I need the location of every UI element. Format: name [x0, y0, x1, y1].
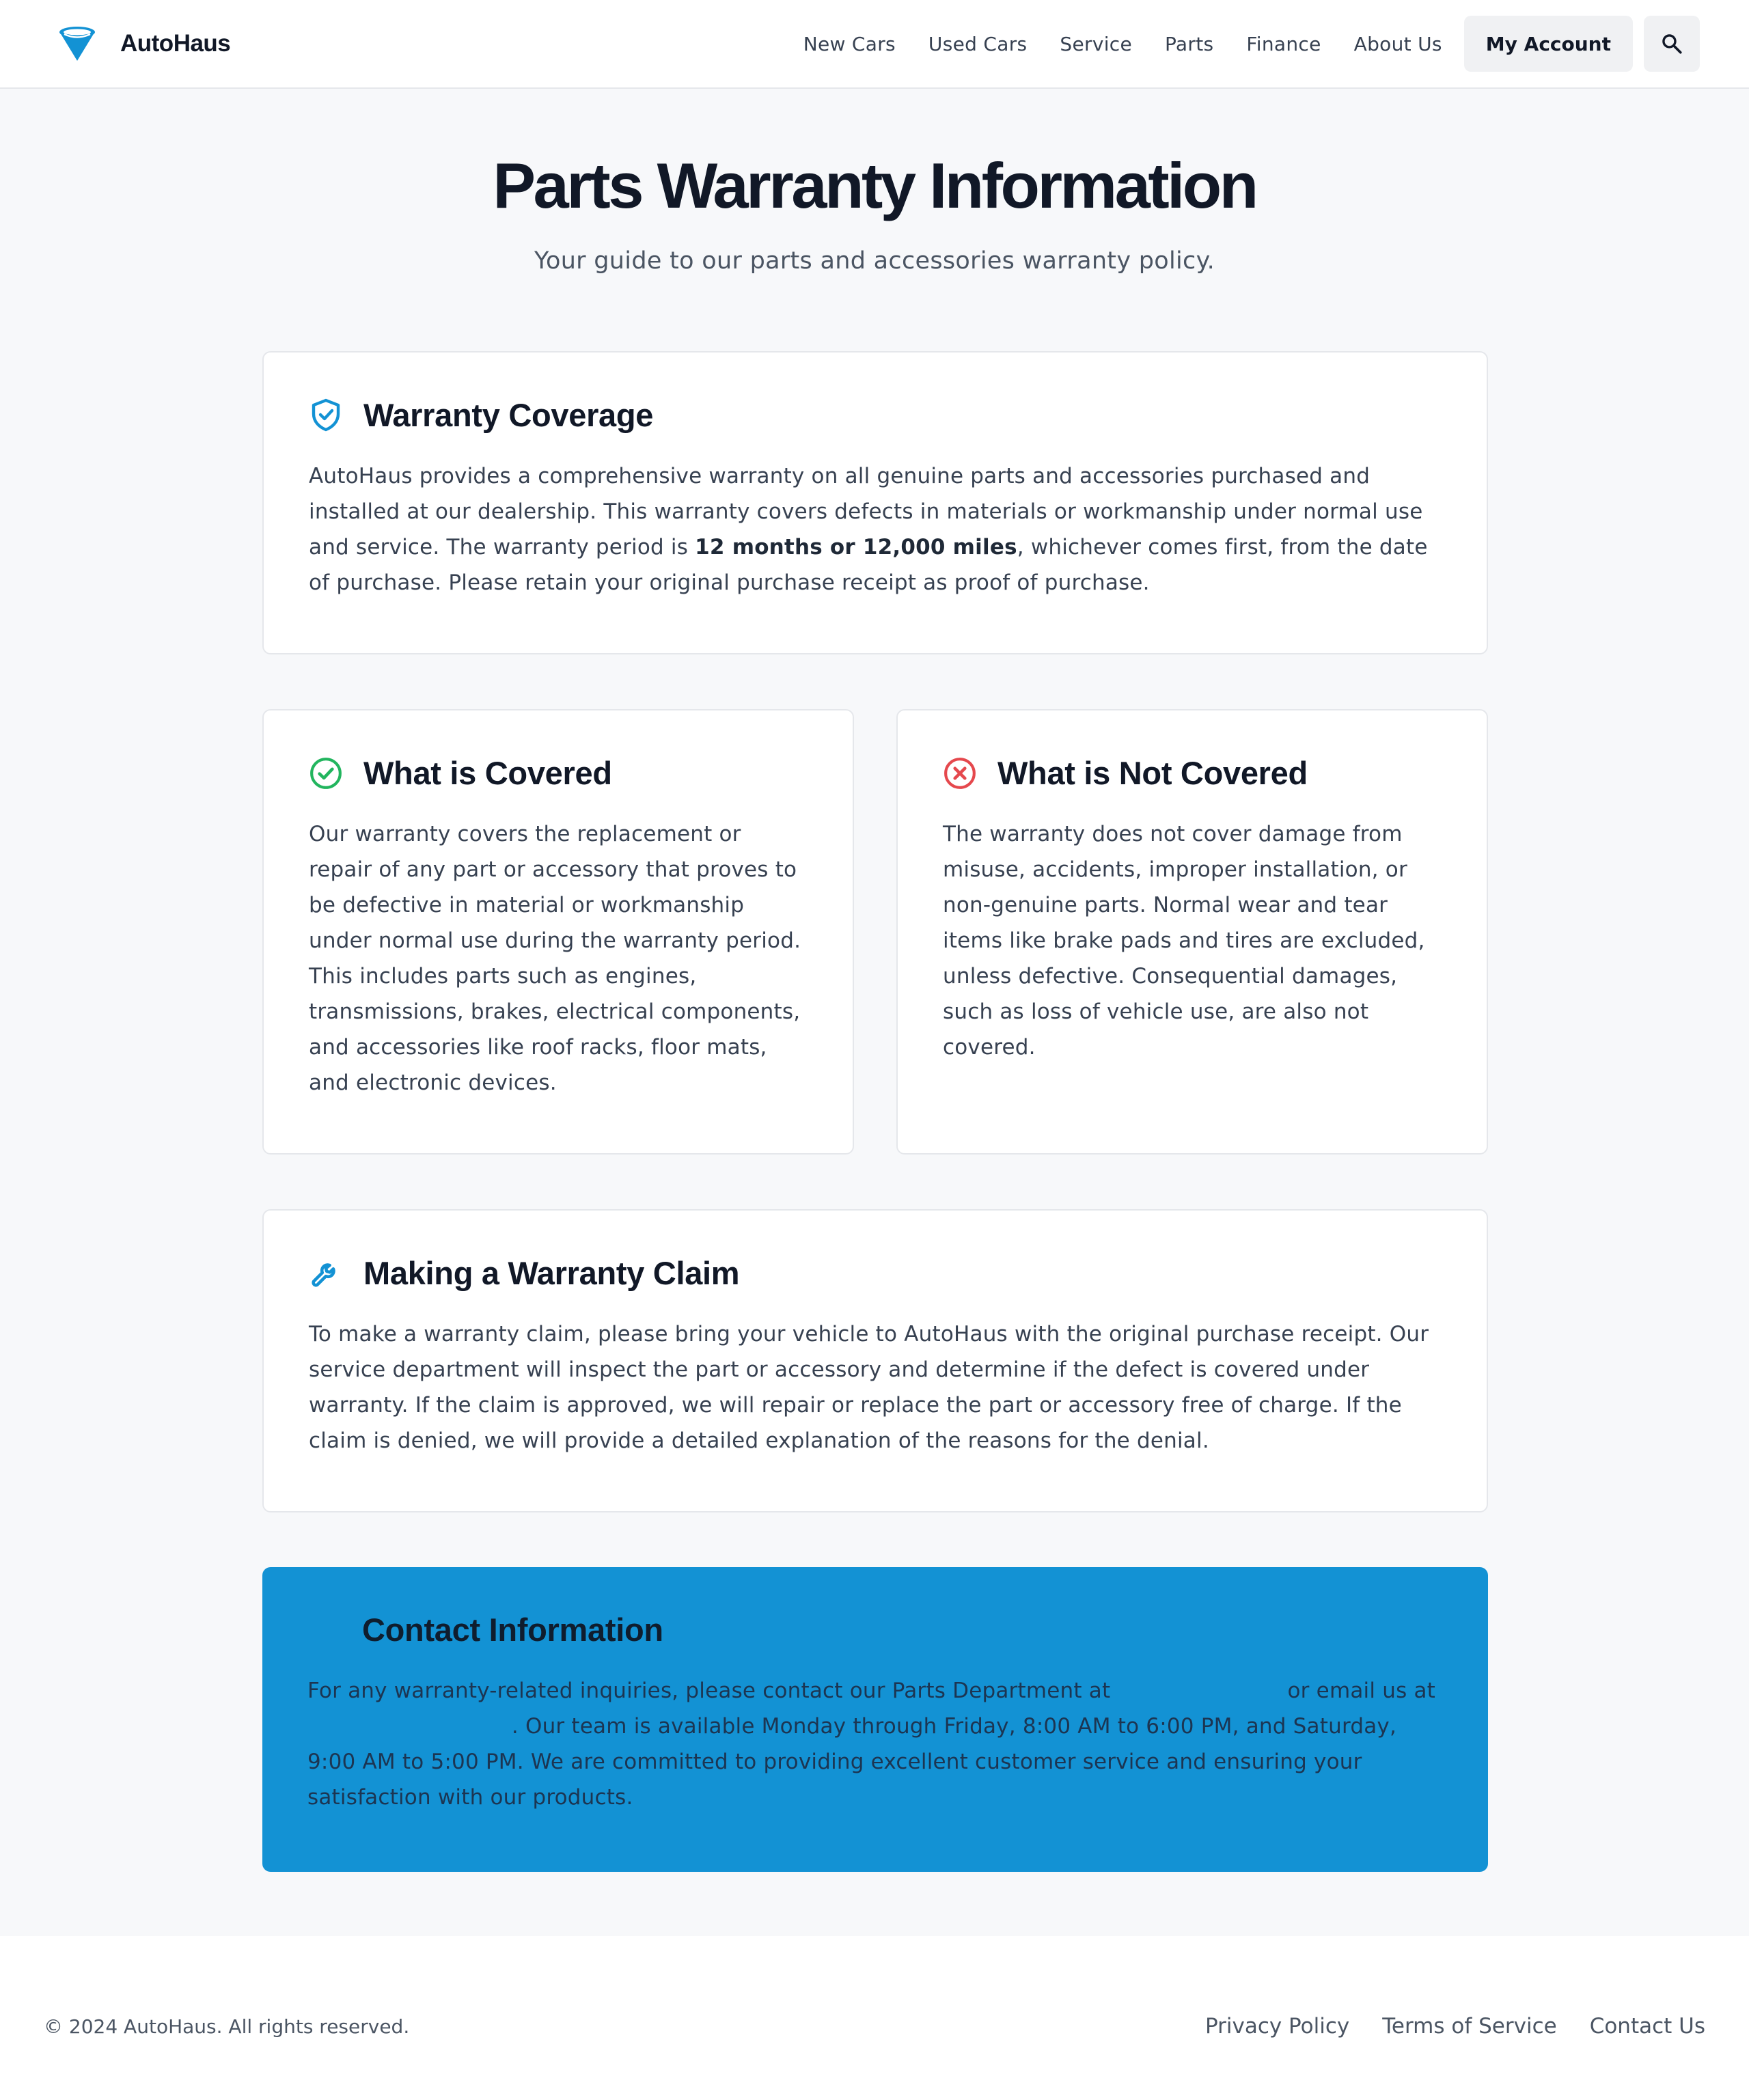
- brand[interactable]: AutoHaus: [57, 24, 231, 64]
- page-title: Parts Warranty Information: [493, 150, 1258, 221]
- main-nav: New Cars Used Cars Service Parts Finance…: [803, 16, 1700, 72]
- nav-about-us[interactable]: About Us: [1353, 32, 1442, 55]
- warranty-coverage-title: Warranty Coverage: [363, 397, 654, 433]
- footer-terms-of-service-link[interactable]: Terms of Service: [1382, 2014, 1557, 2039]
- autohaus-logo-icon: [59, 27, 95, 61]
- warranty-claim-card: Making a Warranty Claim To make a warran…: [262, 1209, 1488, 1512]
- site-footer: © 2024 AutoHaus. All rights reserved. Pr…: [0, 1936, 1749, 2100]
- contact-icon: [307, 1613, 342, 1647]
- x-circle-icon: [943, 756, 977, 790]
- nav-finance[interactable]: Finance: [1246, 32, 1321, 55]
- search-icon: [1662, 34, 1682, 54]
- search-button[interactable]: [1644, 16, 1700, 72]
- parts-phone-link[interactable]: [1117, 1678, 1280, 1703]
- my-account-button[interactable]: My Account: [1463, 16, 1633, 72]
- what-is-covered-title: What is Covered: [363, 755, 612, 791]
- brand-name: AutoHaus: [120, 30, 231, 57]
- what-is-not-covered-text: The warranty does not cover damage from …: [943, 822, 1425, 1060]
- nav-used-cars[interactable]: Used Cars: [928, 32, 1028, 55]
- what-is-covered-text: Our warranty covers the replacement or r…: [309, 822, 801, 1095]
- page-subtitle: Your guide to our parts and accessories …: [534, 247, 1215, 275]
- warranty-coverage-text: AutoHaus provides a comprehensive warran…: [309, 464, 1428, 595]
- check-circle-icon: [309, 756, 343, 790]
- wrench-icon: [309, 1256, 343, 1290]
- footer-links: Privacy Policy Terms of Service Contact …: [1172, 2014, 1705, 2039]
- warranty-claim-text: To make a warranty claim, please bring y…: [309, 1322, 1429, 1453]
- warranty-claim-title: Making a Warranty Claim: [363, 1255, 740, 1291]
- contact-information-title: Contact Information: [362, 1612, 663, 1648]
- warranty-period: 12 months or 12,000 miles: [695, 535, 1017, 559]
- contact-information-card: Contact Information For any warranty-rel…: [262, 1567, 1488, 1872]
- site-header: AutoHaus New Cars Used Cars Service Part…: [0, 0, 1749, 89]
- footer-contact-us-link[interactable]: Contact Us: [1589, 2014, 1705, 2039]
- nav-parts[interactable]: Parts: [1165, 32, 1214, 55]
- nav-new-cars[interactable]: New Cars: [803, 32, 896, 55]
- what-is-not-covered-card: What is Not Covered The warranty does no…: [896, 709, 1488, 1155]
- parts-email-link[interactable]: [307, 1714, 512, 1739]
- warranty-coverage-card: Warranty Coverage AutoHaus provides a co…: [262, 351, 1488, 654]
- contact-information-text: For any warranty-related inquiries, plea…: [307, 1678, 1436, 1810]
- what-is-covered-card: What is Covered Our warranty covers the …: [262, 709, 854, 1155]
- shield-check-icon: [309, 398, 343, 432]
- nav-service[interactable]: Service: [1060, 32, 1132, 55]
- copyright: © 2024 AutoHaus. All rights reserved.: [44, 2015, 410, 2038]
- what-is-not-covered-title: What is Not Covered: [997, 755, 1308, 791]
- footer-privacy-policy-link[interactable]: Privacy Policy: [1204, 2014, 1350, 2039]
